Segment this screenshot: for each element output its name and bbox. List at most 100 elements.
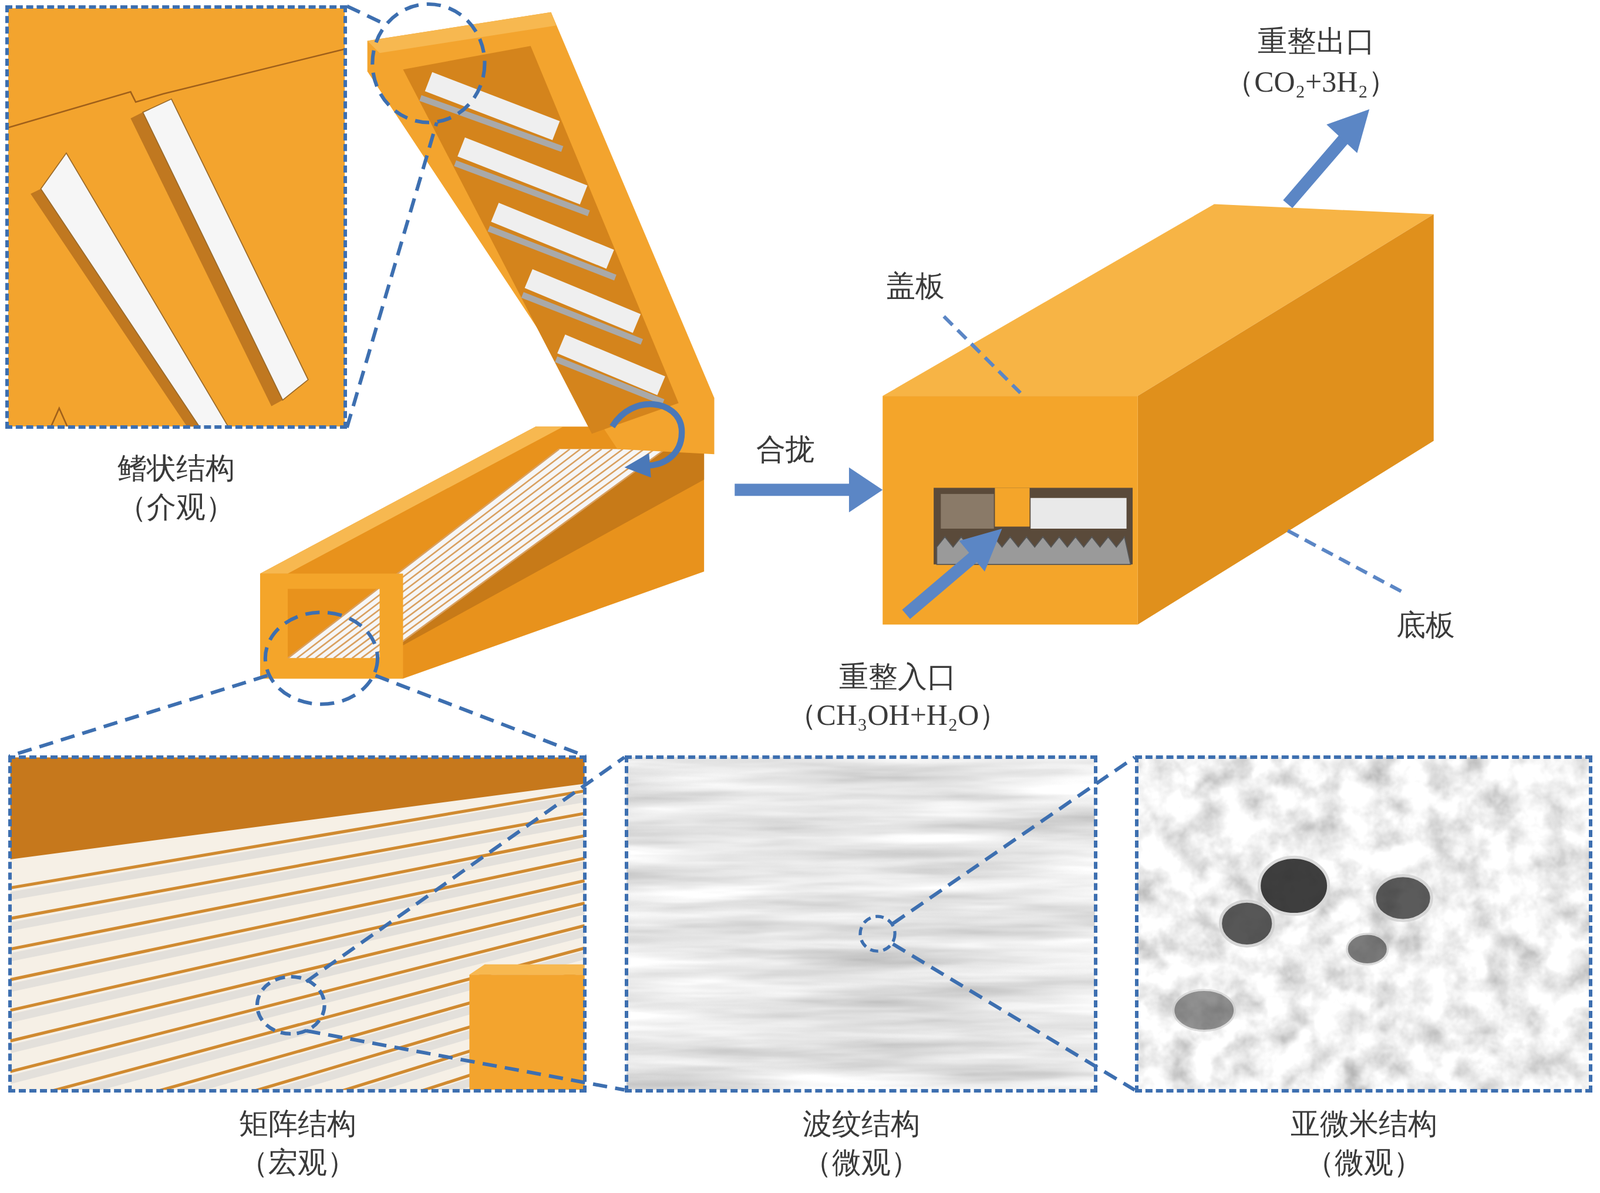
close-arrow-part (734, 483, 852, 497)
reactor-base-part (260, 426, 704, 679)
groove-shade (9, 864, 585, 988)
submicron-sem-image-part (1136, 756, 1591, 1090)
close-arrow (734, 467, 883, 512)
reactor-lid (367, 12, 715, 454)
submicron-sem-image-part (1173, 989, 1235, 1030)
inlet-arrow-part (905, 556, 975, 615)
matrix-inset-art (9, 756, 585, 1090)
lid-fins (420, 81, 664, 403)
fin-inset-art (8, 8, 346, 427)
lid-fins-part (461, 146, 585, 195)
closed-reactor-part (994, 487, 1030, 527)
outlet-arrow (1287, 109, 1370, 205)
part-name: 盖板 (886, 268, 945, 304)
groove-line (333, 448, 612, 658)
panel-title: 矩阵结构 (0, 1103, 701, 1143)
closed-reactor-part (882, 395, 1138, 625)
reactor-lid-part (367, 12, 715, 454)
submicron-sem-image-part (1346, 933, 1389, 965)
submicron-sem-image-part (1374, 875, 1432, 921)
groove-line (297, 448, 571, 658)
scale-note: （宏观） (0, 1142, 701, 1182)
panel-caption: 波纹结构（微观） (510, 1103, 1212, 1182)
zoom-lines-part (375, 675, 586, 756)
reactor-base-part (260, 426, 564, 574)
inlet-arrow-part (959, 528, 1003, 572)
matrix-inset-art-part (469, 964, 585, 975)
part-name: 底板 (1396, 607, 1455, 643)
wave-sem-image-part (626, 756, 1096, 1090)
panel-caption: 鳍状结构（介观） (0, 448, 461, 527)
port-label: 重整出口 (1257, 23, 1376, 59)
panel-title: 亚微米结构 (1021, 1103, 1600, 1143)
lid-fins-part (528, 278, 637, 323)
lid-fins-part (561, 343, 662, 386)
submicron-sem-image (1136, 756, 1591, 1090)
closed-reactor (882, 203, 1434, 625)
zoom-lines-part (893, 943, 1135, 1090)
lid-fins-part (494, 211, 611, 259)
inset-panel: 矩阵结构（宏观） (8, 755, 587, 1093)
scale-note: （微观） (1021, 1142, 1600, 1182)
fin-inset-art-part (41, 153, 231, 427)
closed-reactor-part (933, 487, 1133, 564)
zoom-lines-part (305, 1030, 625, 1090)
zoom-lines-part (305, 756, 625, 982)
outlet-arrow-part (1287, 137, 1345, 205)
groove-line (9, 857, 585, 980)
reactor-lid-part (402, 45, 679, 434)
groove-line (370, 448, 655, 658)
inset-panel: 亚微米结构（微观） (1134, 755, 1593, 1093)
zoom-lines-part (347, 5, 386, 25)
reactor-base-part (260, 573, 403, 679)
groove-line (9, 947, 585, 1090)
wave-sem-image (626, 756, 1096, 1090)
groove-shade (9, 954, 585, 1090)
panel-title: 波纹结构 (510, 1103, 1212, 1143)
zoom-lines-part (347, 122, 437, 427)
rotation-arrow-part (624, 452, 652, 478)
submicron-sem-image-part (1220, 900, 1274, 946)
action-label: 合拢 (756, 431, 815, 467)
groove-line (361, 448, 645, 658)
zoom-lines-part (893, 756, 1135, 924)
inlet-arrow (905, 528, 1002, 615)
matrix-inset-art-part (257, 976, 325, 1034)
matrix-inset-art-part (9, 756, 585, 1090)
scale-note: （微观） (510, 1142, 1212, 1182)
groove-line (324, 448, 602, 658)
base-grooves (287, 448, 666, 658)
panel-caption: 矩阵结构（宏观） (0, 1103, 701, 1182)
closed-reactor-part (1030, 497, 1127, 529)
wave-sem-image-part (860, 915, 895, 951)
outlet-arrow-part (1326, 109, 1370, 154)
inset-panel: 波纹结构（微观） (624, 755, 1098, 1093)
leader-lines-part (1287, 530, 1407, 594)
zoom-lines-part (372, 4, 485, 123)
inset-panel: 鳍状结构（介观） (5, 5, 348, 429)
panel-title: 鳍状结构 (0, 448, 461, 488)
gas-formula: （CH₃OH+H₂O） (787, 696, 1009, 733)
groove-line (379, 448, 666, 658)
scale-note: （介观） (0, 487, 461, 527)
leader-lines-part (944, 316, 1021, 393)
closed-reactor-part (1137, 214, 1434, 625)
zoom-lines (9, 4, 1135, 1090)
close-arrow-part (849, 467, 883, 512)
reactor-base (260, 426, 704, 679)
closed-reactor-part (940, 493, 994, 529)
zoom-lines-part (9, 675, 268, 756)
submicron-sem-image-part (1259, 856, 1329, 914)
lid-fins-part (428, 81, 557, 131)
gas-formula: （CO₂+3H₂） (1224, 64, 1398, 100)
port-label: 重整入口 (839, 658, 957, 695)
groove-line (9, 969, 585, 1090)
fin-inset-art-part (51, 408, 68, 427)
leader-lines (944, 316, 1407, 595)
reactor-base-part (287, 448, 666, 658)
rotation-arrow (612, 403, 682, 478)
panel-caption: 亚微米结构（微观） (1021, 1103, 1600, 1182)
